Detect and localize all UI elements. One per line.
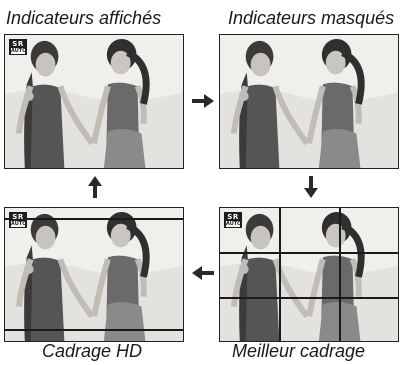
sr-auto-icon: SR AUTO [224, 212, 242, 228]
badge-top-text: SR [10, 40, 26, 48]
arrow-down-icon [304, 176, 318, 198]
photo [220, 35, 398, 168]
hd-frame-line-top [5, 218, 183, 220]
badge-top-text: SR [10, 213, 26, 221]
panel-best-framing: SR AUTO [219, 207, 399, 342]
framing-grid-line [220, 297, 398, 299]
framing-grid-line [339, 208, 341, 341]
panel-indicators-shown: SR AUTO [4, 34, 184, 169]
framing-grid-line [279, 208, 281, 341]
photo [5, 208, 183, 341]
sr-auto-icon: SR AUTO [9, 212, 27, 228]
arrow-left-icon [192, 266, 214, 280]
caption-hd-framing: Cadrage HD [42, 341, 142, 361]
panel-hd-framing: SR AUTO [4, 207, 184, 342]
badge-bottom-text: AUTO [226, 221, 240, 227]
framing-grid-line [220, 252, 398, 254]
arrow-up-icon [88, 176, 102, 198]
panel-indicators-hidden [219, 34, 399, 169]
photo [220, 208, 398, 341]
hd-frame-line-bottom [5, 329, 183, 331]
caption-indicators-hidden: Indicateurs masqués [228, 8, 394, 28]
badge-bottom-text: AUTO [11, 48, 25, 54]
sr-auto-icon: SR AUTO [9, 39, 27, 55]
badge-top-text: SR [225, 213, 241, 221]
caption-indicators-shown: Indicateurs affichés [6, 8, 161, 28]
photo [5, 35, 183, 168]
caption-best-framing: Meilleur cadrage [232, 341, 365, 361]
badge-bottom-text: AUTO [11, 221, 25, 227]
arrow-right-icon [192, 94, 214, 108]
